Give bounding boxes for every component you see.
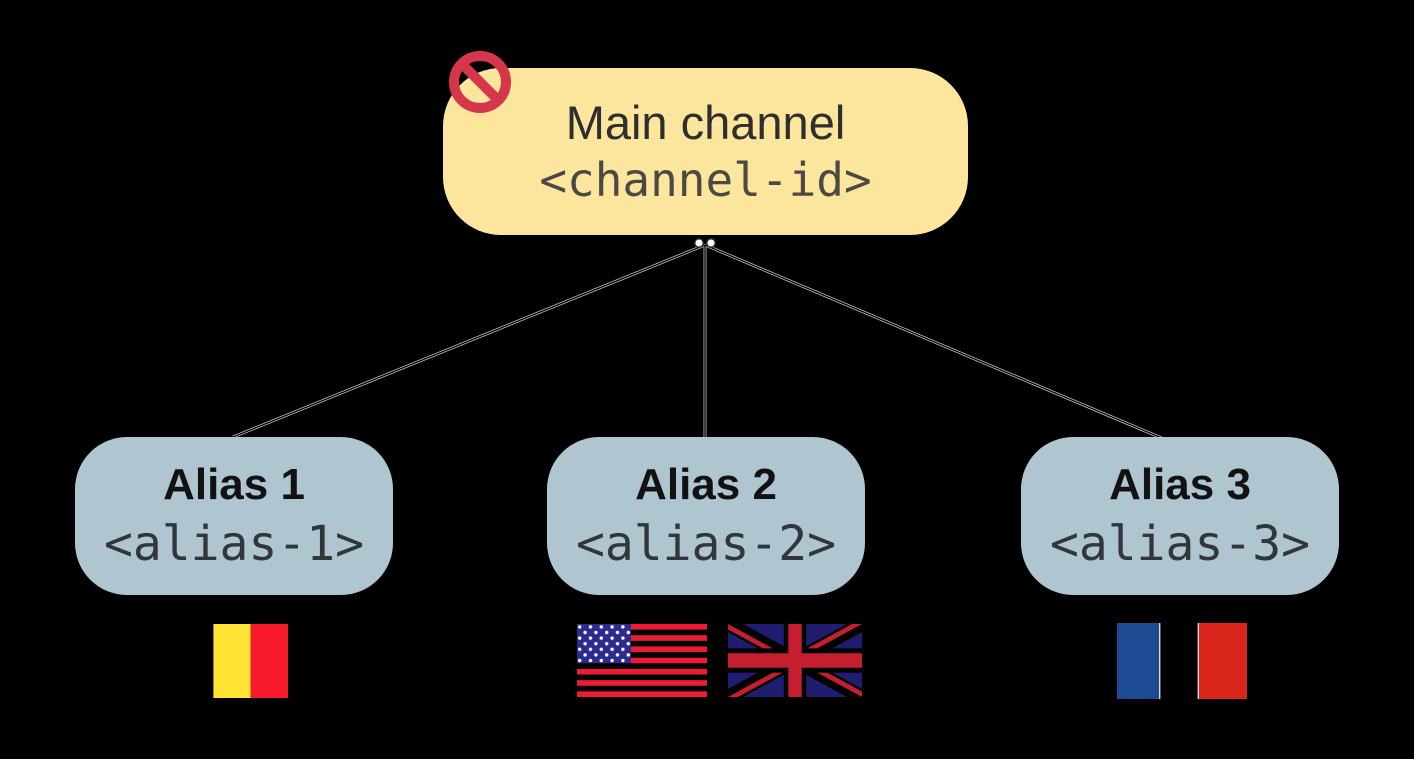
belgium-flag-icon [176, 624, 288, 698]
connector-line-core [704, 244, 1165, 440]
main-channel-title: Main channel [565, 96, 846, 150]
junction-dots [693, 237, 717, 249]
alias-node-2: Alias 2 <alias-2> [547, 437, 865, 595]
usa-flag-icon [577, 624, 707, 697]
alias-1-title: Alias 1 [163, 460, 305, 510]
alias-2-id: <alias-2> [575, 515, 837, 572]
alias-node-1: Alias 1 <alias-1> [75, 437, 393, 595]
alias-1-id: <alias-1> [103, 515, 365, 572]
france-flag-icon [1117, 623, 1247, 699]
alias-3-title: Alias 3 [1109, 460, 1251, 510]
connector-line-core [232, 244, 706, 438]
uk-flag-icon [728, 624, 862, 697]
alias-node-3: Alias 3 <alias-3> [1021, 437, 1339, 595]
junction-dot [693, 237, 705, 249]
main-channel-id: <channel-id> [539, 153, 872, 208]
no-entry-icon [449, 51, 511, 113]
alias-2-title: Alias 2 [635, 460, 777, 510]
alias-3-id: <alias-3> [1049, 515, 1311, 572]
main-channel-node: Main channel <channel-id> [443, 68, 968, 235]
junction-dot [705, 237, 717, 249]
